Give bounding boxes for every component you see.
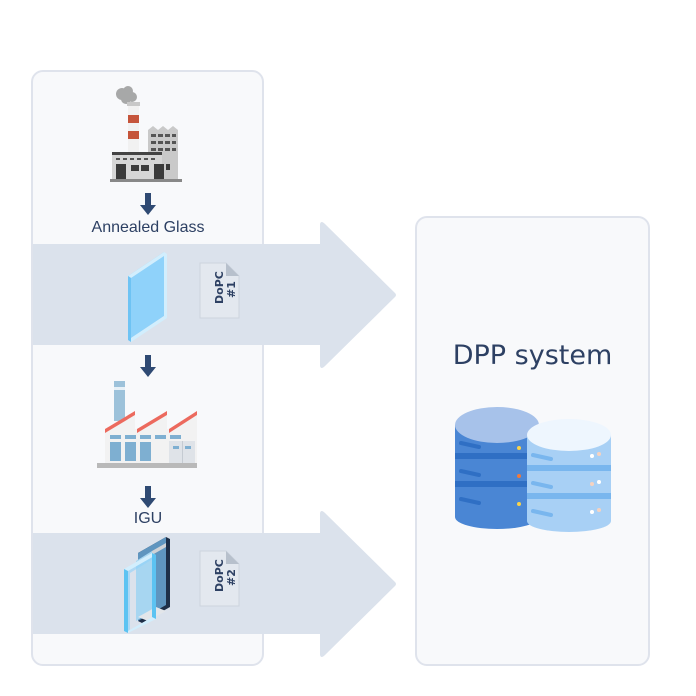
down-arrow-icon (140, 193, 156, 215)
igu-factory-icon (97, 381, 197, 468)
dopc-2-document-icon: DoPC #2 (199, 550, 240, 607)
dopc-2-line1: DoPC (213, 559, 226, 592)
glass-factory-icon (110, 86, 182, 182)
flow-arrow-dopc1 (263, 222, 396, 368)
annealed-glass-label: Annealed Glass (91, 219, 205, 236)
igu-label: IGU (133, 510, 163, 527)
dopc-1-line1: DoPC (213, 271, 226, 304)
down-arrow-icon (140, 486, 156, 508)
insulated-glass-unit-icon (124, 537, 170, 633)
dopc-1-document-icon: DoPC #1 (199, 262, 240, 319)
dpp-system-title: DPP system (452, 340, 613, 371)
flow-arrow-dopc2 (263, 511, 396, 657)
dopc-2-line2: #2 (225, 569, 238, 586)
database-icon (455, 407, 611, 532)
down-arrow-icon (140, 355, 156, 377)
dopc-1-line2: #1 (225, 281, 238, 298)
glass-pane-icon (128, 252, 167, 342)
